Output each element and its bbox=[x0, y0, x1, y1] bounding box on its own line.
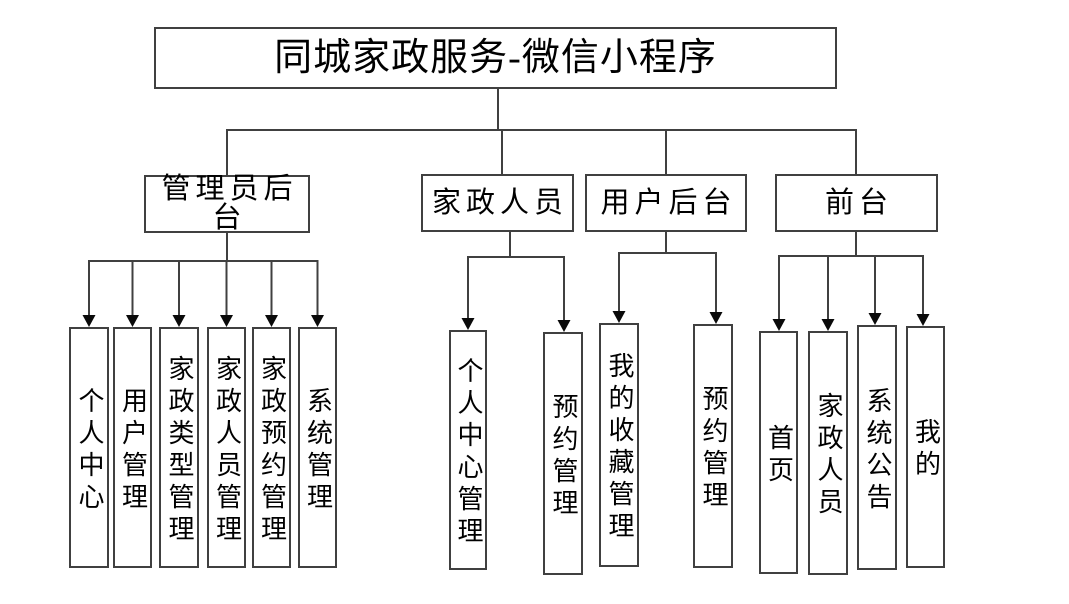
leaf-system-announcement: 系统公告 bbox=[857, 325, 897, 570]
housekeeper-branch-connectors bbox=[467, 231, 565, 324]
leaf-booking-management-admin: 家政预约管理 bbox=[252, 327, 291, 568]
leaf-home-page: 首页 bbox=[759, 331, 798, 574]
leaf-system-management: 系统管理 bbox=[298, 327, 337, 568]
leaf-staff-management: 家政人员管理 bbox=[207, 327, 246, 568]
leaf-booking-management-user: 预约管理 bbox=[693, 324, 733, 568]
admin-branch-connectors bbox=[88, 232, 319, 319]
leaf-mine: 我的 bbox=[906, 326, 945, 568]
arrowheads bbox=[82, 311, 930, 332]
node-housekeeper: 家政人员 bbox=[421, 174, 574, 232]
leaf-booking-management-staff: 预约管理 bbox=[543, 332, 583, 575]
leaf-favorites-management: 我的收藏管理 bbox=[599, 323, 639, 567]
node-frontend: 前台 bbox=[775, 174, 938, 232]
user-backend-branch-connectors bbox=[618, 231, 717, 316]
node-root-title: 同城家政服务-微信小程序 bbox=[154, 27, 837, 89]
node-user-backend: 用户后台 bbox=[585, 174, 747, 232]
node-admin-backend: 管理员后台 bbox=[144, 175, 310, 233]
level1-to-level2-connectors bbox=[226, 89, 857, 175]
frontend-branch-connectors bbox=[778, 231, 924, 323]
leaf-personal-center-management: 个人中心管理 bbox=[449, 330, 487, 570]
leaf-service-type-management: 家政类型管理 bbox=[159, 327, 199, 568]
leaf-personal-center: 个人中心 bbox=[69, 327, 109, 568]
leaf-housekeeper-list: 家政人员 bbox=[808, 331, 848, 575]
leaf-user-management: 用户管理 bbox=[113, 327, 152, 568]
